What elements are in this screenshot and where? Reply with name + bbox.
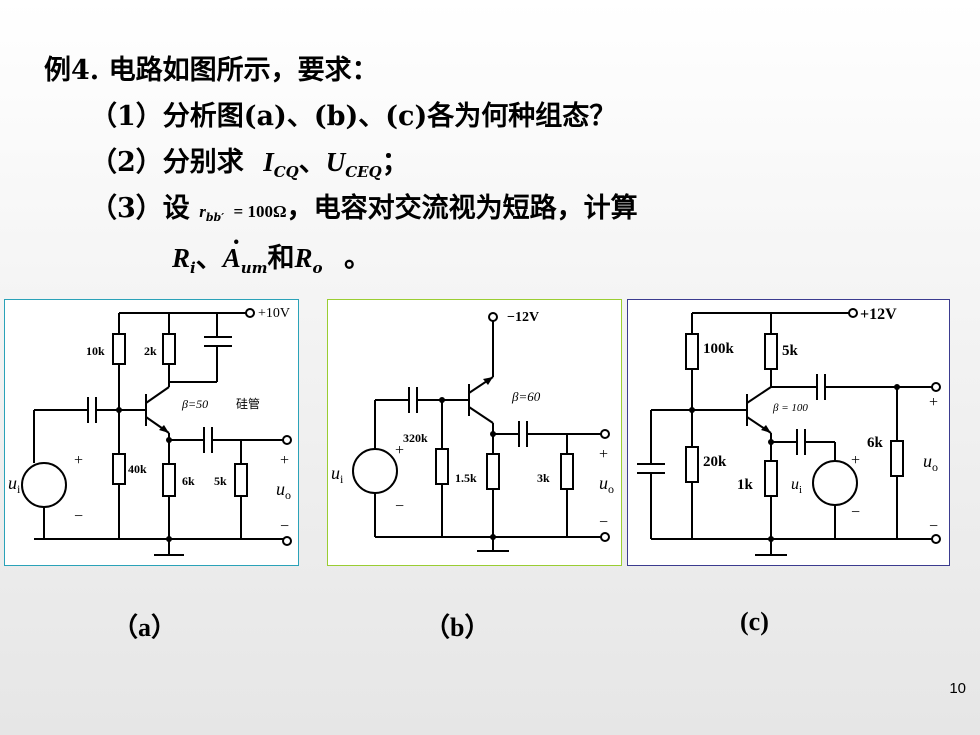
circuit-b-uo: uo <box>599 473 614 496</box>
aum-letter: A <box>222 243 241 273</box>
rbb-subscript: bb′ <box>205 211 225 224</box>
icq-subscript: CQ <box>273 163 299 181</box>
uceq-subscript: CEQ <box>345 163 382 181</box>
circuit-b-minus-in: − <box>395 498 404 515</box>
circuit-c-border <box>627 299 950 566</box>
caption-b: （b） <box>424 613 491 642</box>
question-4: Ri、·Aum和Ro 。 <box>172 227 371 277</box>
circuit-c-plus-out: + <box>929 394 938 411</box>
circuit-c-diagram: +12V 100k 5k β = 100 20k 1k 6k + − ui + … <box>627 299 950 566</box>
circuit-b-plus-in: + <box>395 442 404 459</box>
circuit-a-uo: uo <box>276 479 291 502</box>
icq-symbol: I <box>263 147 274 177</box>
ri-symbol: R <box>172 243 191 273</box>
q4-end: 。 <box>343 243 371 274</box>
circuit-a-rl-label: 5k <box>214 474 227 488</box>
circuit-b-minus-out: − <box>599 514 608 531</box>
rbb-symbol: r <box>199 202 206 221</box>
circuit-a-diagram: +10V 10k 2k β=50 硅管 40k 6k 5k + − ui + −… <box>4 299 299 566</box>
q2-separator: 、 <box>298 147 326 178</box>
circuit-a-r1-label: 10k <box>86 344 105 358</box>
q4-separator: 、 <box>195 243 223 274</box>
circuit-a-vcc: +10V <box>258 306 290 321</box>
aum-symbol: ·A <box>222 227 241 273</box>
circuit-c-uo: uo <box>923 451 938 474</box>
circuit-b-beta: β=60 <box>511 389 541 404</box>
circuit-a-minus-out: − <box>280 518 289 535</box>
circuit-b-panel: −12V β=60 320k 1.5k 3k + − ui + − uo <box>327 299 622 566</box>
uceq-symbol: U <box>325 147 346 177</box>
circuit-a-panel: +10V 10k 2k β=50 硅管 40k 6k 5k + − ui + −… <box>4 299 299 566</box>
ro-symbol: R <box>294 243 313 273</box>
ro-subscript: o <box>312 259 323 277</box>
question-3: （3）设 rbb′ = 100Ω，电容对交流视为短路，计算 <box>90 186 638 225</box>
circuit-a-ui: ui <box>8 473 21 496</box>
circuit-c-beta: β = 100 <box>772 402 808 414</box>
page-number: 10 <box>949 680 966 697</box>
circuit-a-r3-label: 40k <box>128 462 147 476</box>
circuit-b-re-label: 1.5k <box>455 471 477 485</box>
rbb-value: = 100Ω <box>233 202 287 221</box>
circuit-a-border <box>4 299 299 566</box>
circuit-b-border <box>327 299 622 566</box>
circuit-a-plus-in: + <box>74 452 83 469</box>
circuit-c-minus-out: − <box>929 518 938 535</box>
q2-prefix: （2）分别求 <box>90 147 244 178</box>
circuit-a-minus-in: − <box>74 508 83 525</box>
circuit-b-rb-label: 320k <box>403 431 428 445</box>
circuit-c-r1-label: 100k <box>703 341 735 357</box>
circuit-c-plus-in: + <box>851 452 860 469</box>
caption-a: （a） <box>112 613 178 642</box>
circuit-a-plus-out: + <box>280 452 289 469</box>
circuit-c-rl-label: 6k <box>867 435 884 451</box>
aum-subscript: um <box>240 259 268 277</box>
circuit-c-re-label: 1k <box>737 477 754 493</box>
question-1: （1）分析图(a)、(b)、(c)各为何种组态？ <box>90 101 617 132</box>
q2-end: ； <box>381 147 409 178</box>
circuit-c-ui: ui <box>791 476 802 496</box>
q3-rest: ，电容对交流视为短路，计算 <box>286 193 638 224</box>
aum-dot: · <box>231 227 241 257</box>
circuit-b-diagram: −12V β=60 320k 1.5k 3k + − ui + − uo <box>327 299 622 566</box>
question-2: （2）分别求 ICQ、UCEQ； <box>90 140 409 181</box>
circuit-c-panel: +12V 100k 5k β = 100 20k 1k 6k + − ui + … <box>627 299 950 566</box>
caption-c: (c) <box>740 607 769 636</box>
circuit-c-rc-label: 5k <box>782 343 799 359</box>
circuit-a-r2-label: 2k <box>144 344 157 358</box>
circuit-c-minus-in: − <box>851 504 860 521</box>
q3-prefix: （3）设 <box>90 193 190 224</box>
circuit-c-r2-label: 20k <box>703 454 727 470</box>
circuit-b-rl-label: 3k <box>537 471 550 485</box>
problem-title: 例4. 电路如图所示，要求： <box>44 55 379 86</box>
circuit-b-plus-out: + <box>599 446 608 463</box>
q4-and: 和 <box>267 243 295 274</box>
ri-subscript: i <box>190 259 196 277</box>
circuit-a-note: 硅管 <box>236 396 260 411</box>
circuit-c-vcc: +12V <box>860 306 897 323</box>
circuit-a-beta: β=50 <box>181 397 208 411</box>
circuit-b-ui: ui <box>331 463 344 486</box>
circuit-a-re-label: 6k <box>182 474 195 488</box>
circuit-b-vcc: −12V <box>507 310 539 325</box>
